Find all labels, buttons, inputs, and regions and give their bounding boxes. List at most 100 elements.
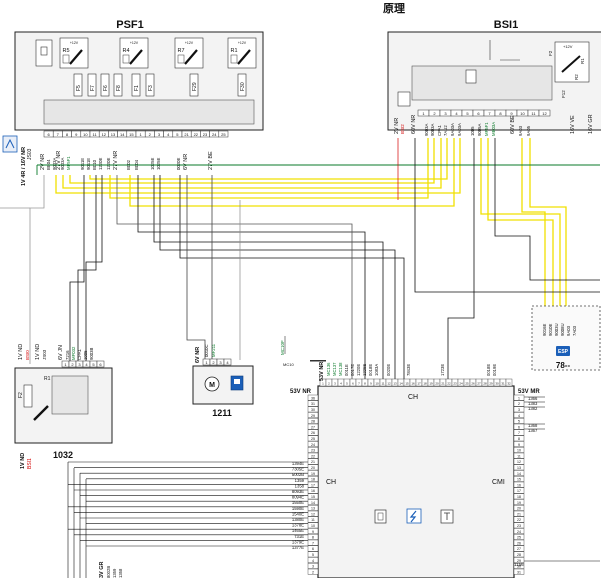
module-1211-pin-number: 1	[205, 360, 208, 365]
ch-right-pin-number: 22	[517, 518, 521, 522]
ch-top-wire-label: 0019E	[492, 364, 497, 376]
wire-yellow	[89, 138, 448, 180]
ch-right-pin-number: 20	[517, 507, 521, 511]
side-connector: 1V 4R / 16V NR JS03	[2, 135, 33, 186]
ch-left-pin	[307, 481, 319, 488]
ch-left-pin-number: 25	[311, 437, 315, 441]
ch-right-pin	[513, 418, 525, 424]
ch-left-wire-label: 5002B	[292, 472, 304, 477]
ch-top-pin-number: 8	[364, 382, 366, 386]
ch-left-pin	[307, 418, 319, 424]
ch-right-pin-number: 17	[517, 489, 521, 493]
module-1211-box	[192, 365, 254, 405]
wire-black	[494, 138, 600, 281]
ch-left-connector: 53V NR	[290, 389, 312, 395]
module-1032-wire: 9003B	[89, 347, 94, 360]
fuse-f29: F29	[189, 73, 199, 97]
psf1-pin-number: 3	[158, 132, 161, 137]
wire-gray	[29, 175, 45, 364]
module-1032-wire: 1005	[83, 350, 88, 360]
module-1032-wire: MF032	[71, 346, 76, 360]
ch-left-pin-number: 3	[312, 565, 314, 569]
ch-left-wire-label: 1358	[295, 483, 305, 488]
ch-left-pin-number: 5	[312, 553, 314, 557]
esp-box	[531, 305, 601, 371]
bottom-left-connector: 3V GR	[99, 561, 105, 578]
ch-left-pin-number: 29	[311, 414, 315, 418]
module-1032-pin-number: 5	[92, 362, 95, 367]
ch-left-pin-number: 22	[311, 454, 315, 458]
ch-left-pin	[307, 539, 319, 546]
bsi1-fuse-mark: R2	[574, 74, 579, 80]
wire-yellow	[487, 138, 554, 306]
ch-right-pin	[513, 516, 525, 523]
wire-yellow	[521, 138, 546, 306]
ch-left-pin-number: 20	[311, 466, 315, 470]
wire-black	[69, 175, 85, 364]
bottom-left-wire-label: 1358	[118, 568, 123, 578]
ch-right-pin-number: 13	[517, 466, 521, 470]
ch-left-wire-label: 1590E	[292, 506, 304, 511]
ch-left-wire-label: 731E	[294, 534, 304, 539]
ch-top-pin-number: 17	[417, 382, 421, 386]
ch-left-wire-label: 1379E	[292, 539, 304, 544]
psf1-pin-number: 12	[102, 132, 107, 137]
ch-left-pin-number: 31	[311, 402, 315, 406]
psf1-wire-label: 1025E	[156, 157, 161, 170]
wire-yellow	[55, 138, 461, 194]
fuse-f7: F7	[87, 73, 97, 97]
ch-left-pin	[307, 516, 319, 523]
ch-top-wire-label: 0018E	[486, 364, 491, 376]
bsi1-pin-number: 6	[477, 111, 480, 116]
fuse-f8: F8	[113, 73, 123, 97]
ch-left-pin-number: 16	[311, 489, 315, 493]
module-1032-connector: 6V JN	[58, 345, 64, 360]
ch-top-pin-number: 10	[375, 382, 379, 386]
module-1032-bottom-code: BSI1	[27, 458, 33, 469]
psf1-connector-label: 6V NR	[183, 154, 189, 170]
psf1-connector-label: 27V NR	[56, 151, 62, 170]
ch-left-pin	[307, 551, 319, 558]
bsi1-wire-label: CPA1	[437, 124, 442, 136]
module-1032-title: 1032	[53, 450, 73, 460]
ch-left-pin-number: 18	[311, 478, 315, 482]
bsi1-fuse-mark: F2	[548, 50, 553, 56]
ch-left-wire-label: 1550E	[292, 500, 304, 505]
module-1032-pin-number: 3	[78, 362, 81, 367]
ch-right-pin-number: 23	[517, 524, 521, 528]
wire-black	[179, 175, 405, 386]
ch-top-pin-number: 28	[483, 382, 487, 386]
bsi1-wire-label: 9A05	[526, 125, 531, 136]
fuse-label: F7	[90, 85, 96, 91]
svg-text:+12V: +12V	[563, 44, 573, 49]
relay-supply-label: +12V	[185, 41, 194, 45]
bsi1-fuse-mark: R1	[580, 58, 585, 64]
bsi1-pin-number: 11	[531, 111, 536, 116]
ch-left-pin	[307, 470, 319, 476]
bsi1-connector-label: 60V BE	[510, 115, 516, 134]
ch-top-pin-number: 24	[459, 382, 463, 386]
ch-top-pin-number: 9	[370, 382, 372, 386]
ch-right-pin	[513, 447, 525, 453]
fuse-label: F5	[76, 85, 82, 91]
ch-left-pin	[307, 499, 319, 505]
bsi1-pin-number: 1	[422, 111, 425, 116]
psf1-pin-number: 7	[57, 132, 60, 137]
fuse-f6: F6	[100, 73, 110, 97]
ch-right-pin	[513, 534, 525, 540]
bsi1-pin	[538, 109, 551, 117]
module-1032-wire: CPA1	[77, 348, 82, 360]
wire-black	[116, 175, 353, 386]
relay-supply-label: +12V	[130, 41, 139, 45]
ch-left-pin-number: 30	[311, 408, 315, 412]
psf1-connector-label: 27V NR	[113, 151, 119, 170]
esp-wire-label: 9003U	[554, 323, 559, 336]
ch-top-wire-label: 0017E	[350, 364, 355, 376]
ch-left-pin	[307, 464, 319, 471]
